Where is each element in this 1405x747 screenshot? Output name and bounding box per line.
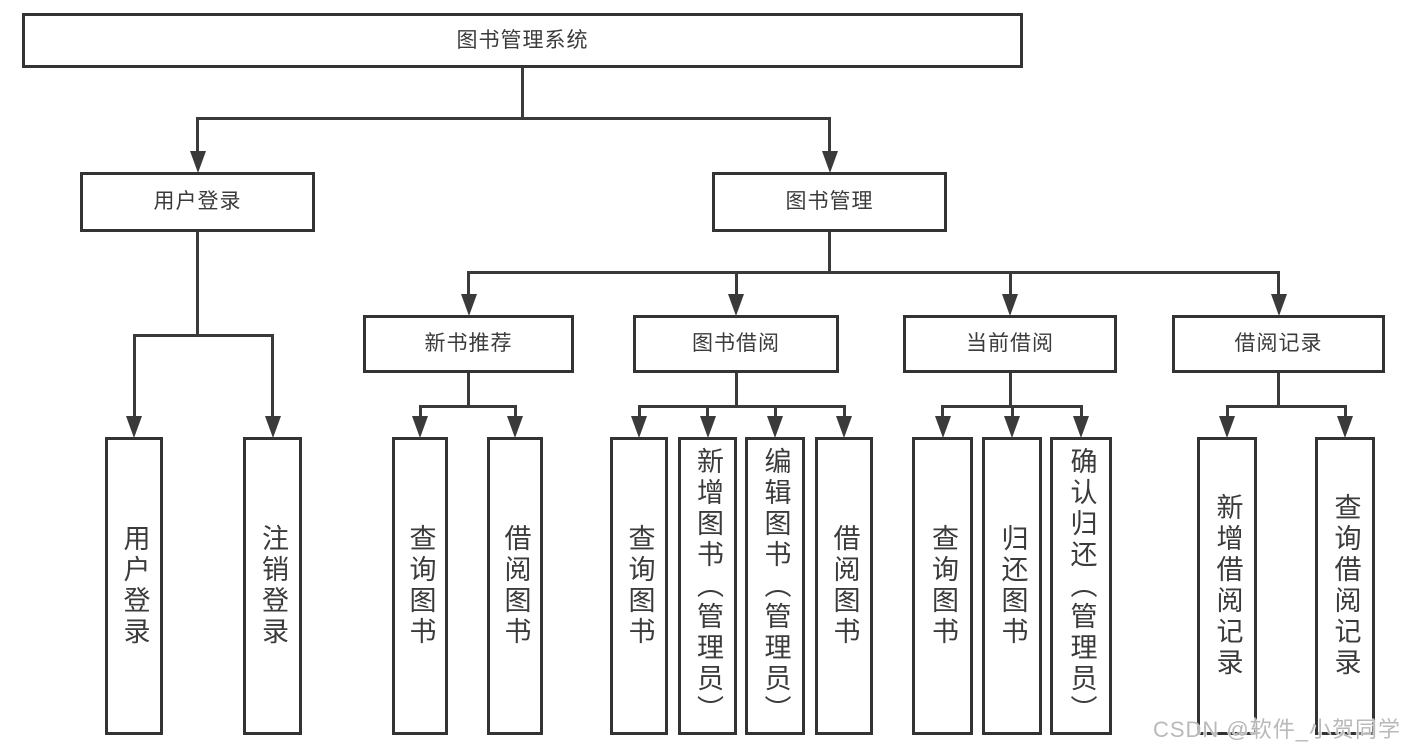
arrow-down-icon bbox=[728, 294, 744, 316]
arrow-down-icon bbox=[699, 416, 716, 438]
connector-line bbox=[734, 273, 738, 295]
node-recommend-query-books: 查询图书 bbox=[392, 437, 448, 735]
node-borrowing-records: 借阅记录 bbox=[1172, 315, 1385, 373]
node-add-books-admin: 新增图书（管理员） bbox=[678, 437, 737, 735]
connector-line bbox=[196, 231, 199, 337]
node-label: 借阅记录 bbox=[1234, 332, 1323, 356]
node-label: 新增图书（管理员） bbox=[693, 446, 723, 726]
connector-line bbox=[1343, 407, 1347, 417]
arrow-down-icon bbox=[460, 294, 477, 316]
node-book-borrowing: 图书借阅 bbox=[633, 315, 839, 373]
connector-line bbox=[1010, 407, 1014, 417]
node-recommend-borrow-books: 借阅图书 bbox=[487, 437, 543, 735]
connector-line bbox=[271, 336, 274, 417]
node-root: 图书管理系统 bbox=[22, 13, 1023, 68]
connector-line bbox=[734, 372, 738, 408]
node-label: 查询图书 bbox=[405, 524, 436, 648]
connector-line bbox=[1079, 407, 1083, 417]
connector-line bbox=[1277, 273, 1280, 295]
connector-line bbox=[1008, 372, 1012, 408]
arrow-down-icon bbox=[1219, 416, 1235, 438]
connector-line bbox=[467, 270, 1280, 274]
node-book-management: 图书管理 bbox=[712, 172, 947, 232]
arrow-down-icon bbox=[821, 151, 838, 173]
node-label: 归还图书 bbox=[997, 524, 1028, 648]
connector-line bbox=[637, 407, 641, 417]
node-label: 新书推荐 bbox=[424, 332, 513, 356]
node-label: 用户登录 bbox=[153, 190, 242, 214]
connector-line bbox=[1008, 273, 1012, 295]
node-current-borrowing: 当前借阅 bbox=[903, 315, 1117, 373]
watermark: CSDN @软件_小贺同学 bbox=[1152, 717, 1401, 742]
node-label: 新增借阅记录 bbox=[1212, 493, 1243, 679]
arrow-down-icon bbox=[264, 416, 281, 438]
node-current-query-books: 查询图书 bbox=[912, 437, 973, 735]
connector-line bbox=[842, 407, 846, 417]
connector-line bbox=[467, 273, 470, 295]
node-logout-leaf: 注销登录 bbox=[243, 437, 302, 735]
node-query-borrowing-record: 查询借阅记录 bbox=[1315, 437, 1375, 735]
node-label: 图书借阅 bbox=[692, 332, 780, 356]
node-label: 查询借阅记录 bbox=[1330, 493, 1361, 679]
node-label: 图书管理 bbox=[785, 190, 874, 214]
connector-line bbox=[418, 407, 422, 417]
node-user-login: 用户登录 bbox=[80, 172, 315, 232]
arrow-down-icon bbox=[934, 416, 951, 438]
node-label: 查询图书 bbox=[624, 524, 655, 648]
connector-line bbox=[521, 67, 524, 120]
node-new-book-recommend: 新书推荐 bbox=[363, 315, 574, 373]
arrow-down-icon bbox=[1337, 416, 1353, 438]
arrow-down-icon bbox=[1004, 416, 1020, 438]
connector-line bbox=[941, 404, 1083, 408]
node-add-borrowing-record: 新增借阅记录 bbox=[1197, 437, 1257, 735]
arrow-down-icon bbox=[412, 416, 428, 438]
connector-line bbox=[1225, 407, 1229, 417]
arrow-down-icon bbox=[507, 416, 523, 438]
arrow-down-icon bbox=[631, 416, 647, 438]
node-label: 注销登录 bbox=[258, 524, 288, 648]
node-label: 编辑图书（管理员） bbox=[760, 446, 791, 726]
connector-line bbox=[467, 372, 470, 408]
node-user-login-leaf: 用户登录 bbox=[105, 437, 163, 735]
node-borrowing-query-books: 查询图书 bbox=[610, 437, 668, 735]
connector-line bbox=[196, 116, 831, 120]
connector-line bbox=[706, 407, 709, 417]
connector-line bbox=[418, 404, 517, 408]
node-confirm-return-admin: 确认归还（管理员） bbox=[1050, 437, 1112, 735]
node-label: 确认归还（管理员） bbox=[1066, 446, 1097, 726]
arrow-down-icon bbox=[189, 151, 206, 173]
connector-line bbox=[1225, 404, 1347, 408]
connector-line bbox=[196, 119, 199, 152]
connector-line bbox=[513, 407, 517, 417]
node-label: 当前借阅 bbox=[966, 332, 1054, 356]
node-label: 借阅图书 bbox=[829, 524, 860, 648]
arrow-down-icon bbox=[836, 416, 852, 438]
node-borrowing-borrow-books: 借阅图书 bbox=[815, 437, 873, 735]
connector-line bbox=[941, 407, 944, 417]
arrow-down-icon bbox=[1073, 416, 1089, 438]
node-label: 图书管理系统 bbox=[456, 28, 589, 52]
connector-line bbox=[1277, 372, 1280, 408]
connector-line bbox=[828, 231, 831, 274]
connector-line bbox=[828, 119, 831, 152]
node-edit-books-admin: 编辑图书（管理员） bbox=[745, 437, 805, 735]
node-label: 借阅图书 bbox=[500, 524, 531, 648]
node-return-books: 归还图书 bbox=[982, 437, 1042, 735]
node-label: 用户登录 bbox=[119, 524, 150, 648]
arrow-down-icon bbox=[767, 416, 783, 438]
arrow-down-icon bbox=[1270, 294, 1287, 316]
connector-line bbox=[132, 336, 136, 417]
arrow-down-icon bbox=[1002, 294, 1018, 316]
connector-line bbox=[132, 333, 274, 337]
node-label: 查询图书 bbox=[928, 524, 958, 648]
connector-line bbox=[637, 404, 846, 408]
connector-line bbox=[773, 407, 777, 417]
arrow-down-icon bbox=[126, 416, 142, 438]
